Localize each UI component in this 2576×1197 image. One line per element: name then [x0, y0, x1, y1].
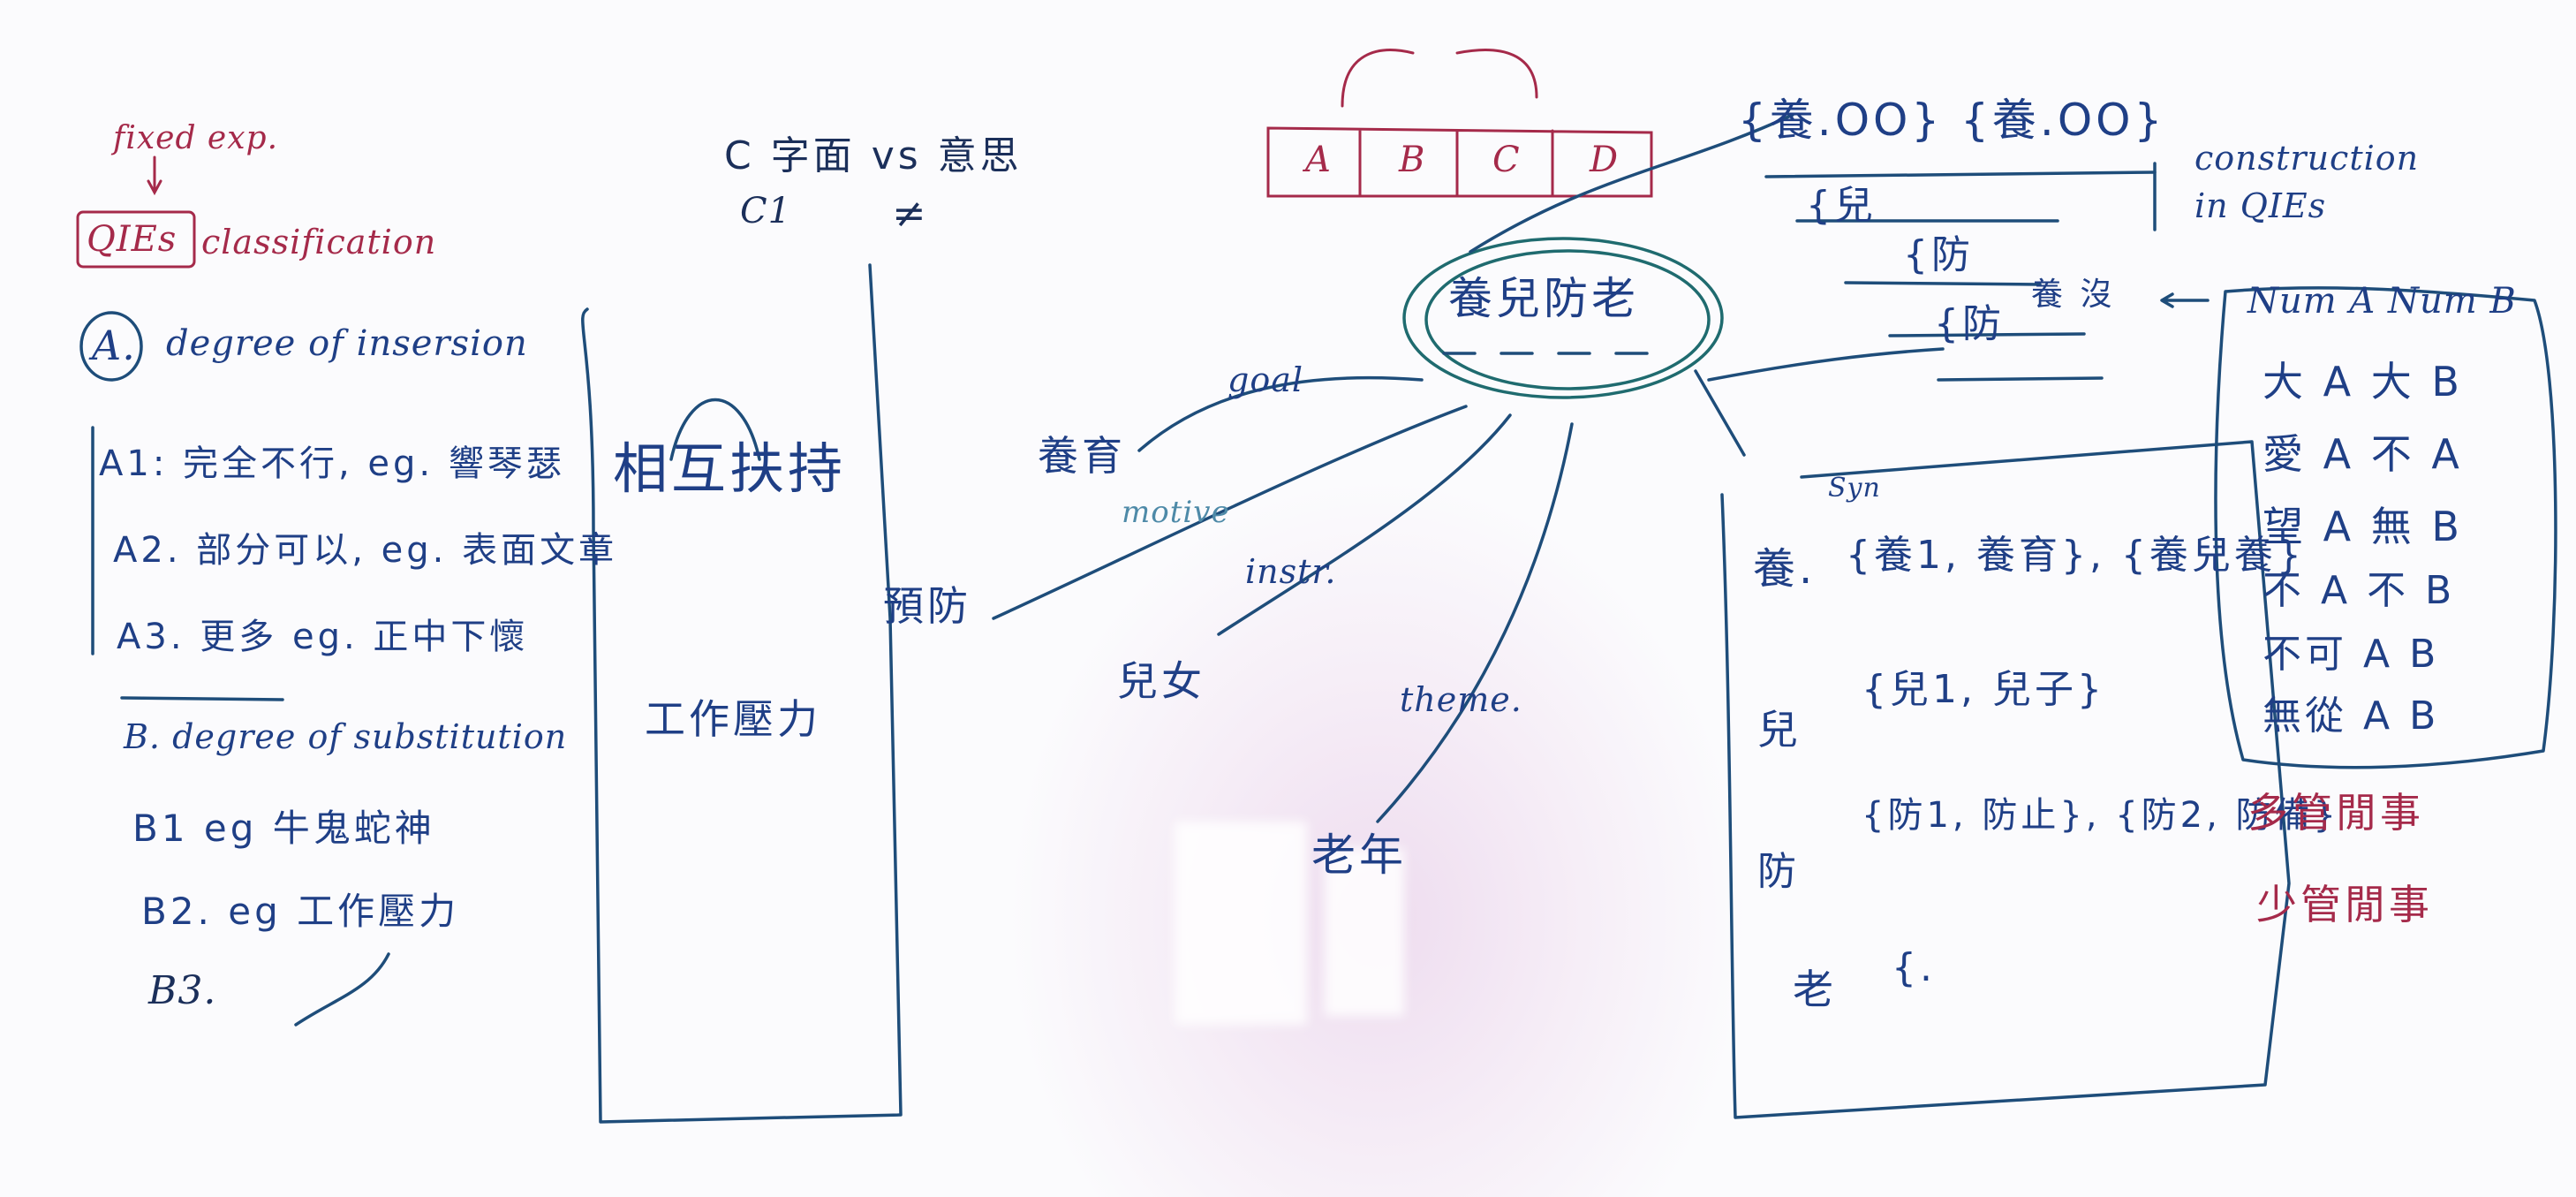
b3-item: B3. — [148, 968, 217, 1013]
window-reflection — [1175, 822, 1307, 1025]
abcd-box — [1266, 126, 1653, 198]
b3-arrow — [294, 952, 390, 1027]
phrase-arc — [669, 398, 761, 461]
phrase-work-pressure: 工作壓力 — [645, 695, 821, 743]
set-line-2: {兒 — [1806, 183, 1877, 228]
box-c: C — [1492, 140, 1521, 180]
a3-item: A3. 更多 eg. 正中下懷 — [117, 617, 529, 657]
num-row-6: 無從 A B — [2262, 693, 2440, 739]
qies-box — [76, 210, 196, 269]
num-row-5: 不可 A B — [2262, 632, 2440, 677]
syn-row-2-head: 兒 — [1757, 706, 1802, 754]
goal-word: 養育 — [1038, 432, 1126, 480]
divider-line — [120, 696, 284, 701]
syn-row-4-head: 老 — [1793, 966, 1837, 1013]
goal-spoke — [1137, 375, 1424, 452]
section-a-circle — [79, 311, 143, 382]
prevent-word: 預防 — [883, 582, 971, 630]
b1-item: B1 eg 牛鬼蛇神 — [132, 807, 435, 850]
syn-row-1-values: {養1, 養育}, {養兒養} — [1846, 533, 2305, 578]
motive-spoke — [992, 405, 1468, 620]
syn-row-1-head: 養. — [1753, 544, 1817, 594]
instr-label: instr. — [1245, 552, 1337, 591]
core-ellipse — [1402, 237, 1724, 399]
b2-item: B2. eg 工作壓力 — [141, 890, 460, 933]
num-row-4: 不 A 不 B — [2262, 568, 2456, 613]
classification-label: classification — [201, 223, 437, 261]
neq-symbol: ≠ — [892, 189, 927, 237]
old-word: 老年 — [1311, 830, 1407, 881]
box-a: A — [1305, 140, 1332, 180]
set-line-1: {養.OO} {養.OO} — [1738, 95, 2166, 146]
fixed-exp-label: fixed exp. — [113, 120, 279, 156]
syn-row-4-values: {. — [1892, 945, 1936, 990]
core-to-set-line — [1469, 113, 1794, 254]
num-row-3: 望 A 無 B — [2262, 503, 2463, 550]
num-box-outline — [2214, 286, 2557, 769]
syn-box-outline — [1720, 440, 2291, 1119]
middle-box-outline — [581, 263, 903, 1124]
theme-spoke — [1376, 422, 1574, 823]
syn-row-3-head: 防 — [1757, 849, 1800, 894]
child-word: 兒女 — [1117, 657, 1205, 705]
box-b: B — [1399, 140, 1426, 180]
core-to-syn-line — [1694, 369, 1746, 457]
goal-label: goal — [1228, 360, 1304, 399]
construction-label: construction in QIEs — [2195, 139, 2420, 225]
num-row-2: 愛 A 不 A — [2262, 430, 2463, 478]
num-box-title: Num A Num B — [2247, 281, 2517, 322]
section-a-title: degree of insersion — [166, 323, 528, 364]
arrow-left-icon — [2160, 292, 2210, 308]
syn-row-2-values: {兒1, 兒子} — [1862, 667, 2105, 712]
core-ellipse-inner — [1424, 249, 1711, 390]
core-to-right-line — [1707, 347, 1945, 382]
red-note-1: 多管閒事 — [2247, 789, 2424, 837]
phrase-mutual-support: 相互扶持 — [613, 436, 847, 501]
motive-label: motive — [1122, 495, 1230, 530]
syn-row-3-values: {防1, 防止}, {防2, 防備} — [1862, 795, 2339, 836]
a2-item: A2. 部分可以, eg. 表面文章 — [113, 530, 618, 571]
instr-spoke — [1217, 413, 1512, 636]
theme-label: theme. — [1400, 680, 1522, 719]
section-a-label: A. — [92, 322, 136, 369]
abcd-brace — [1341, 49, 1538, 108]
core-phrase: 養兒防老 — [1448, 273, 1639, 324]
red-note-2: 少管閒事 — [2256, 881, 2433, 928]
set-line-4: {防 — [1934, 301, 2005, 346]
window-reflection — [1325, 848, 1404, 1016]
arrow-down-icon — [147, 155, 162, 196]
a1-item: A1: 完全不行, eg. 響琴瑟 — [99, 443, 565, 484]
box-d: D — [1590, 140, 1620, 180]
section-b-title: B. degree of substitution — [124, 717, 568, 756]
c1-label: C1 — [740, 191, 792, 231]
num-row-1: 大 A 大 B — [2262, 358, 2463, 405]
qies-box-text: QIEs — [87, 219, 178, 260]
set-line-4b: 養 沒 — [2031, 277, 2116, 313]
middle-heading: C 字面 vs 意思 — [724, 133, 1023, 178]
set-underlines — [1764, 170, 2157, 382]
set-line-3: {防 — [1903, 232, 1974, 277]
syn-label: Syn — [1828, 473, 1881, 504]
